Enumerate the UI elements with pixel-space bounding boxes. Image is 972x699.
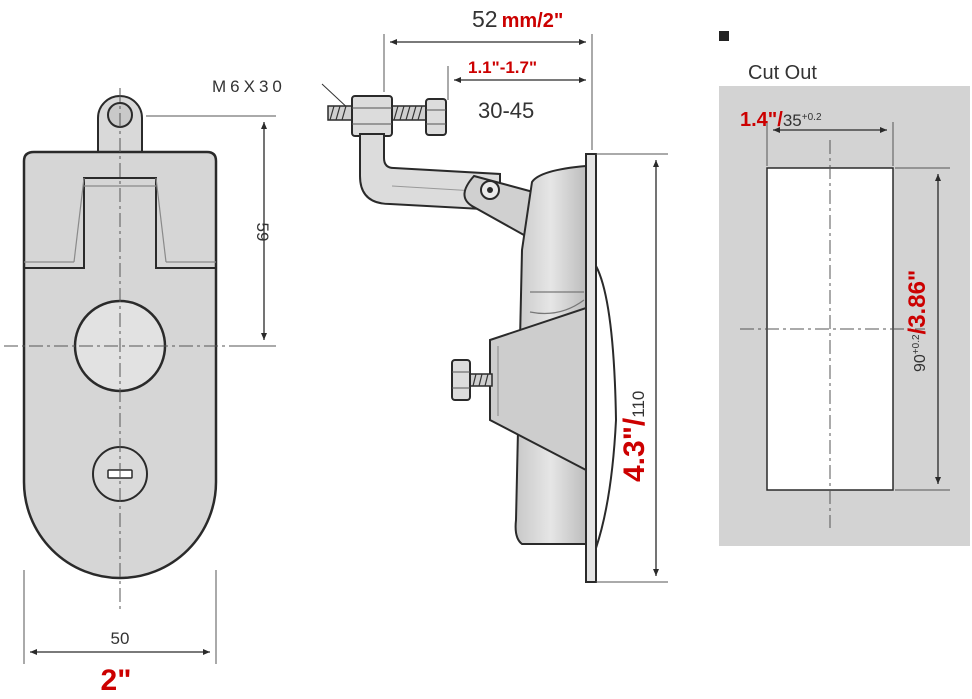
cutout-title: Cut Out	[748, 62, 817, 84]
front-width-dim: 50	[111, 629, 130, 648]
cutout-view: Cut Out 1.4"/35+0.2 90+0.2/3.86"	[719, 31, 970, 546]
svg-text:4.3"/110: 4.3"/110	[618, 391, 651, 482]
bolt-nut-right	[425, 98, 447, 136]
cutout-height-imperial: /3.86"	[904, 270, 931, 335]
side-grip-metric: 30-45	[478, 98, 534, 123]
cutout-width-tol: +0.2	[802, 112, 822, 123]
front-view: 59 50 2"	[4, 88, 276, 697]
front-width-imperial: 2"	[101, 664, 132, 697]
lower-bracket	[489, 306, 587, 472]
cutout-height-tol: +0.2	[911, 334, 922, 354]
side-height-imperial: 4.3"/	[618, 417, 651, 482]
bolt-label: M6X30	[212, 77, 286, 96]
cutout-width-imperial: 1.4"/	[740, 109, 783, 131]
cutout-height-metric: 90	[912, 354, 929, 372]
cutout-width-metric: 35	[783, 111, 802, 130]
svg-text:90+0.2/3.86": 90+0.2/3.86"	[904, 270, 931, 372]
mounting-flange	[585, 153, 597, 583]
lower-bolt-head	[451, 359, 471, 401]
svg-text:1.4"/35+0.2: 1.4"/35+0.2	[740, 109, 822, 131]
side-overall-imperial: mm/2"	[502, 10, 564, 32]
side-overall-metric: 52	[472, 6, 498, 32]
cutout-marker	[719, 31, 729, 41]
side-grip-imperial: 1.1"-1.7"	[468, 58, 537, 77]
side-height-metric: 110	[629, 391, 648, 418]
front-height-dim: 59	[253, 223, 272, 242]
bolt-nut-left	[351, 95, 393, 137]
upper-recess	[24, 177, 216, 269]
